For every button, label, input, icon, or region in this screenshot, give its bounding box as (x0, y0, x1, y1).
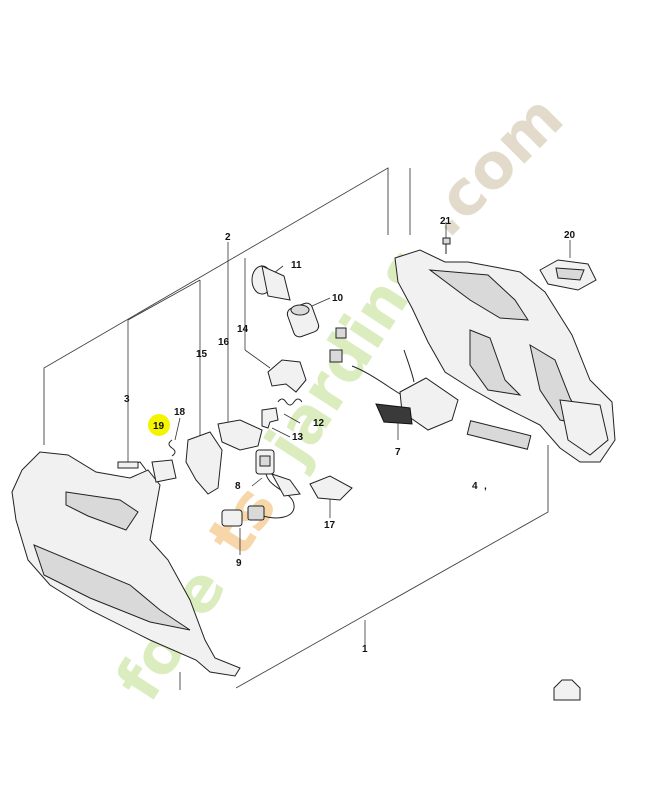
label-part-18: 18 (174, 407, 186, 418)
label-part-20: 20 (564, 230, 576, 241)
part-small-cap (553, 679, 581, 701)
part-lever (185, 431, 223, 495)
part-clip (261, 407, 279, 429)
label-part-12: 12 (313, 418, 325, 429)
part-number-labels: 1 2 3 4 7 8 9 10 11 12 13 14 15 16 17 18… (124, 216, 576, 655)
label-part-15: 15 (196, 349, 208, 360)
part-spring (277, 398, 303, 406)
label-part-4: 4 (472, 481, 478, 492)
label-part-16: 16 (218, 337, 230, 348)
label-part-7: 7 (395, 447, 401, 458)
label-part-11: 11 (291, 260, 302, 271)
part-bracket (267, 359, 307, 393)
label-part-14: 14 (237, 324, 249, 335)
highlight-circle (148, 414, 170, 436)
label-part-19: 19 (153, 421, 165, 432)
part-housing-shell (11, 451, 241, 677)
part-connector (270, 473, 353, 501)
label-part-13: 13 (292, 432, 304, 443)
part-small-spring (168, 439, 176, 457)
part-trigger (217, 419, 263, 451)
label-part-1: 1 (362, 644, 368, 655)
label-part-21: 21 (440, 216, 452, 227)
part-rear-housing (394, 249, 616, 463)
label-part-4-suffix: , (484, 481, 487, 492)
part-motor (286, 302, 347, 339)
part-screw (442, 237, 451, 254)
assembly-frame (43, 167, 549, 690)
label-part-9: 9 (236, 558, 242, 569)
label-part-8: 8 (235, 481, 241, 492)
label-part-3: 3 (124, 394, 130, 405)
svg-text:.com: .com (407, 81, 577, 251)
part-switch (255, 449, 275, 475)
label-part-17: 17 (324, 520, 336, 531)
part-control-module (329, 349, 459, 431)
label-part-2: 2 (225, 232, 231, 243)
part-bushing (251, 265, 291, 301)
part-wiring-harness (221, 473, 295, 527)
label-part-10: 10 (332, 293, 344, 304)
part-cover-cap (539, 259, 597, 291)
part-pad (151, 459, 177, 483)
